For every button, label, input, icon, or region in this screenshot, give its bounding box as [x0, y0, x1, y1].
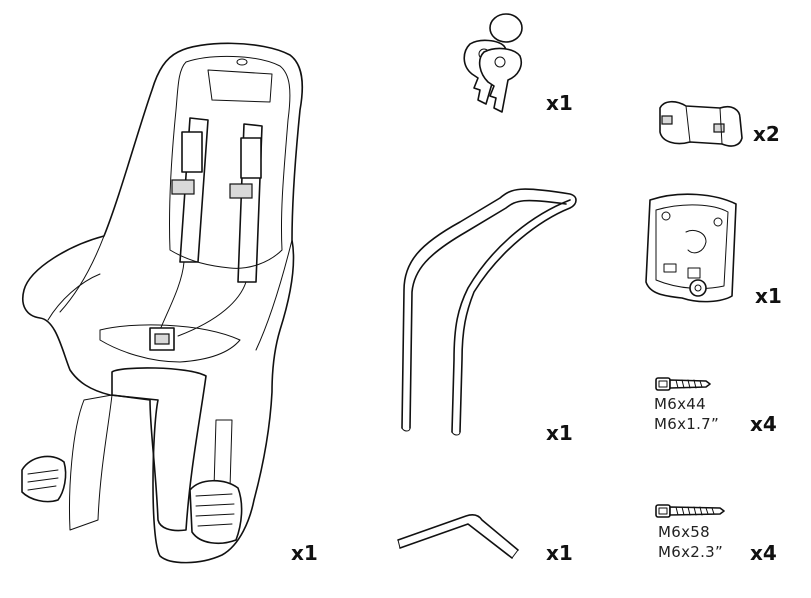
hex-key-icon	[397, 514, 519, 559]
screw-icon	[655, 377, 711, 391]
short-screw-spec-metric: M6x44	[654, 395, 706, 413]
long-screw-spec-imperial: M6x2.3”	[658, 543, 724, 561]
short-screw-spec-imperial: M6x1.7”	[654, 415, 720, 433]
bracket-icon	[659, 100, 743, 147]
lock-plate-icon	[645, 193, 737, 303]
lock-plate-quantity: x1	[755, 284, 782, 308]
screw-icon	[655, 504, 725, 518]
short-screw-quantity: x4	[750, 412, 777, 436]
key-icon	[463, 13, 523, 113]
bracket-quantity: x2	[753, 122, 780, 146]
long-screw-quantity: x4	[750, 541, 777, 565]
frame-bar-quantity: x1	[546, 421, 573, 445]
child-seat-icon	[21, 42, 304, 564]
seat-quantity: x1	[291, 541, 318, 565]
keys-quantity: x1	[546, 91, 573, 115]
frame-bar-icon	[401, 188, 577, 436]
hex-key-quantity: x1	[546, 541, 573, 565]
long-screw-spec-metric: M6x58	[658, 523, 710, 541]
